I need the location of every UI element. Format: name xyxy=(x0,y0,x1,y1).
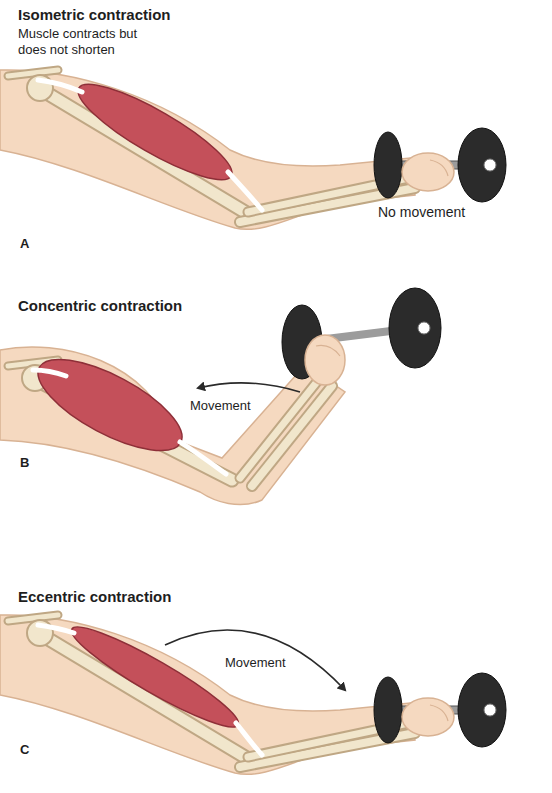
radius xyxy=(240,378,320,478)
tendon xyxy=(180,442,226,474)
finger-line xyxy=(430,705,448,721)
finger-line xyxy=(430,160,448,176)
panel-title: Isometric contraction xyxy=(18,6,171,24)
biceps-muscle xyxy=(68,70,241,194)
biceps-muscle xyxy=(64,615,246,739)
hand xyxy=(402,698,454,736)
dumbbell-hub xyxy=(484,704,496,716)
panel-letter: B xyxy=(20,455,29,471)
finger-line xyxy=(316,345,340,356)
dumbbell-hub xyxy=(418,322,430,334)
movement-label: No movement xyxy=(378,204,465,221)
caption-note: Muscle contracts but does not shorten xyxy=(18,26,158,57)
dumbbell-plate xyxy=(374,677,402,743)
tendon xyxy=(228,172,262,210)
dumbbell-hub xyxy=(484,159,496,171)
tendon xyxy=(33,370,66,376)
movement-label: Movement xyxy=(190,398,251,414)
movement-arrow xyxy=(165,630,345,690)
radius xyxy=(240,378,320,478)
ulna xyxy=(252,386,332,486)
panel-title: Eccentric contraction xyxy=(18,588,171,606)
dumbbell-plate xyxy=(458,673,506,747)
biceps-muscle xyxy=(26,342,195,468)
movement-label: Movement xyxy=(225,655,286,671)
clavicle xyxy=(8,615,58,621)
hand xyxy=(305,335,345,385)
clavicle xyxy=(8,615,58,621)
dumbbell-plate xyxy=(389,288,441,368)
panel-letter: A xyxy=(20,236,29,252)
tendon xyxy=(38,80,82,92)
tendon xyxy=(236,723,262,755)
panel-title: Concentric contraction xyxy=(18,297,182,315)
arm-isometric xyxy=(0,70,506,229)
movement-arrow xyxy=(198,383,300,392)
tendon xyxy=(38,625,74,633)
hand xyxy=(402,153,454,191)
clavicle xyxy=(8,70,58,76)
arm-concentric xyxy=(0,288,441,505)
dumbbell-plate xyxy=(374,132,402,198)
clavicle xyxy=(8,70,58,76)
panel-letter: C xyxy=(20,742,29,758)
arm-skin xyxy=(0,70,415,229)
arm-skin xyxy=(0,615,415,774)
arm-eccentric xyxy=(0,615,506,774)
dumbbell-plate xyxy=(458,128,506,202)
ulna xyxy=(252,386,332,486)
